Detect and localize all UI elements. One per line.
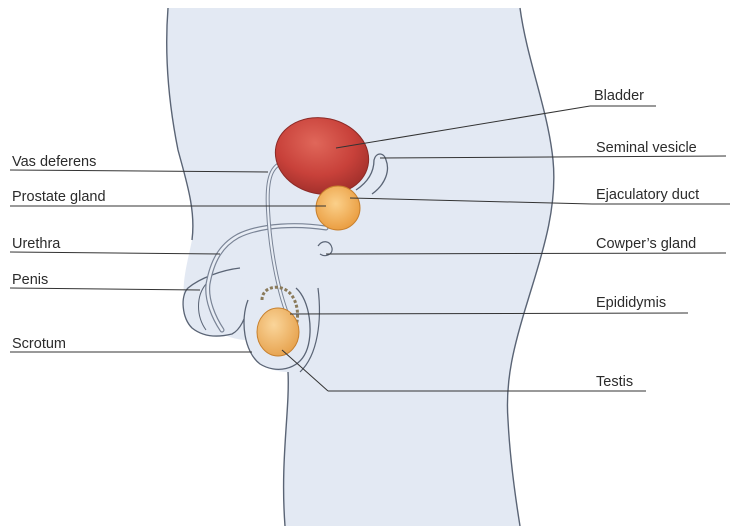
label-scrotum: Scrotum	[12, 336, 66, 352]
label-penis: Penis	[12, 272, 48, 288]
label-prostate-gland: Prostate gland	[12, 189, 106, 205]
label-seminal-vesicle: Seminal vesicle	[596, 140, 697, 156]
leader-penis	[10, 288, 200, 290]
testis-shape	[257, 308, 299, 356]
label-vas-deferens: Vas deferens	[12, 154, 96, 170]
label-testis: Testis	[596, 374, 633, 390]
body-silhouette	[167, 8, 554, 526]
prostate-shape	[316, 186, 360, 230]
label-cowpers-gland: Cowper’s gland	[596, 236, 696, 252]
label-urethra: Urethra	[12, 236, 61, 252]
label-epididymis: Epididymis	[596, 295, 666, 311]
label-ejaculatory-duct: Ejaculatory duct	[596, 187, 699, 203]
leader-urethra	[10, 252, 220, 254]
label-bladder: Bladder	[594, 88, 644, 104]
